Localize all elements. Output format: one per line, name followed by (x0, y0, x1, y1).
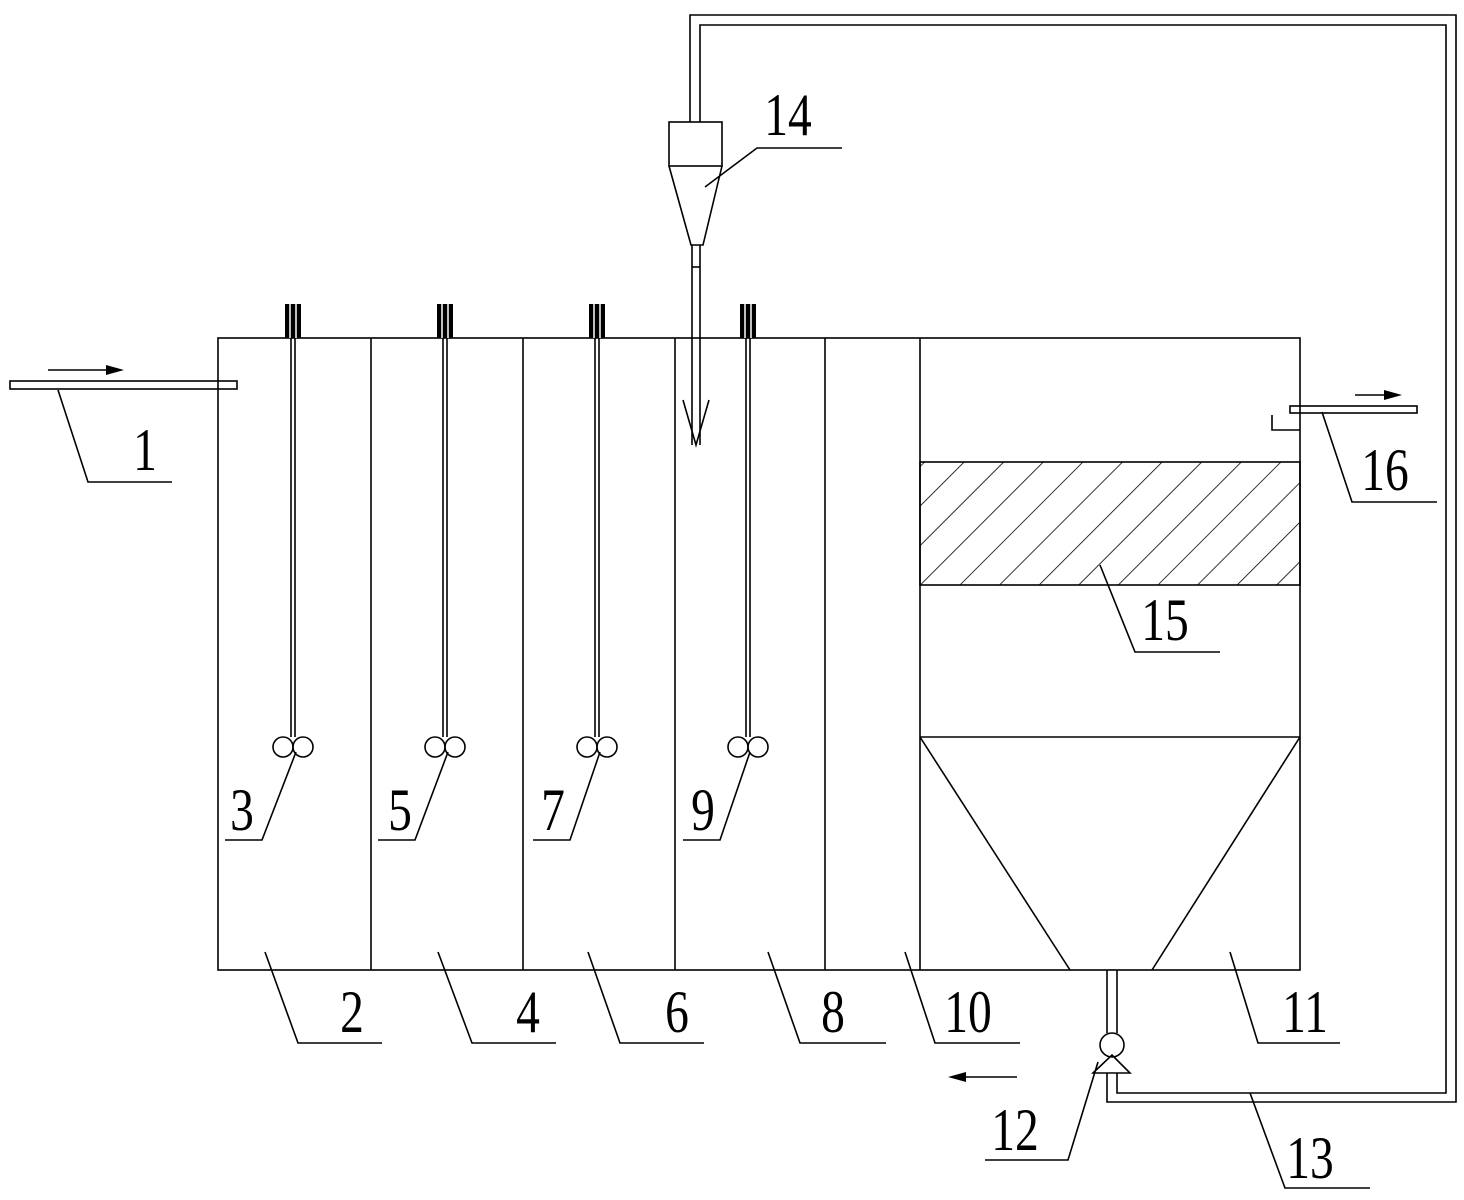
callout-1: 1 (57, 389, 172, 484)
leader-line (378, 751, 449, 841)
part-number-label: 2 (340, 979, 364, 1046)
leader-line (985, 1061, 1099, 1161)
callout-12: 12 (985, 1061, 1099, 1164)
leader-line (1321, 411, 1437, 503)
tank-dividers (370, 338, 921, 970)
hydrocyclone (668, 121, 723, 448)
part-number-label: 16 (1361, 437, 1408, 504)
inlet-pipe (9, 380, 238, 390)
recycle-pipe (689, 14, 1457, 1103)
mixer-motor-icon (285, 304, 301, 338)
mixer-motor-icon (740, 304, 756, 338)
filter-layer (919, 461, 1301, 586)
callout-9: 9 (683, 751, 751, 844)
leader-line (57, 389, 172, 483)
part-number-label: 7 (541, 777, 565, 844)
callout-7: 7 (533, 751, 601, 844)
part-number-label: 14 (764, 82, 811, 149)
leader-line (264, 951, 382, 1044)
mixer-motor-icon (589, 304, 605, 338)
callout-2: 2 (264, 951, 382, 1046)
callout-11: 11 (1229, 951, 1340, 1046)
callout-5: 5 (378, 751, 449, 844)
leader-line (704, 147, 842, 188)
mixer (727, 304, 769, 758)
inflow-arrow-icon (48, 365, 124, 375)
part-number-label: 4 (516, 979, 540, 1046)
settling-cone (919, 736, 1301, 971)
reaction-tank (217, 337, 1301, 971)
impeller-icon (727, 736, 769, 758)
leader-line (683, 751, 751, 841)
flow-direction-arrow-icon (948, 1072, 1017, 1082)
leader-line (225, 751, 297, 841)
part-number-label: 6 (665, 979, 689, 1046)
part-number-label: 13 (1286, 1125, 1333, 1192)
leader-line (767, 951, 886, 1044)
callout-15: 15 (1099, 564, 1220, 654)
part-number-label: 12 (991, 1097, 1038, 1164)
mixer (272, 304, 314, 758)
part-number-label: 9 (691, 777, 715, 844)
part-number-label: 5 (388, 777, 412, 844)
impeller-icon (272, 736, 314, 758)
mixer (576, 304, 618, 758)
impeller-icon (424, 736, 466, 758)
leader-line (1099, 564, 1220, 653)
outlet-pipe (1289, 405, 1418, 414)
outlet-weir (1271, 415, 1300, 431)
callout-13: 13 (1249, 1092, 1370, 1192)
leader-line (1229, 951, 1340, 1044)
mixer-motor-icon (437, 304, 453, 338)
mixer (424, 304, 466, 758)
part-number-label: 11 (1282, 979, 1328, 1046)
callout-8: 8 (767, 951, 886, 1046)
callout-14: 14 (704, 82, 842, 188)
leader-line (1249, 1092, 1370, 1189)
outflow-arrow-icon (1355, 390, 1402, 400)
callout-4: 4 (437, 951, 556, 1046)
impeller-icon (576, 736, 618, 758)
sludge-pump-icon (1090, 1032, 1132, 1074)
part-number-label: 8 (821, 979, 845, 1046)
part-number-label: 1 (133, 417, 157, 484)
leader-line (587, 951, 704, 1044)
part-number-label: 15 (1141, 587, 1188, 654)
part-number-label: 10 (944, 979, 991, 1046)
callout-16: 16 (1321, 411, 1437, 504)
leader-line (904, 951, 1020, 1044)
callout-10: 10 (904, 951, 1020, 1046)
callout-3: 3 (225, 751, 297, 844)
callout-6: 6 (587, 951, 704, 1046)
leader-line (533, 751, 601, 841)
leader-line (437, 951, 556, 1044)
part-number-label: 3 (230, 777, 254, 844)
